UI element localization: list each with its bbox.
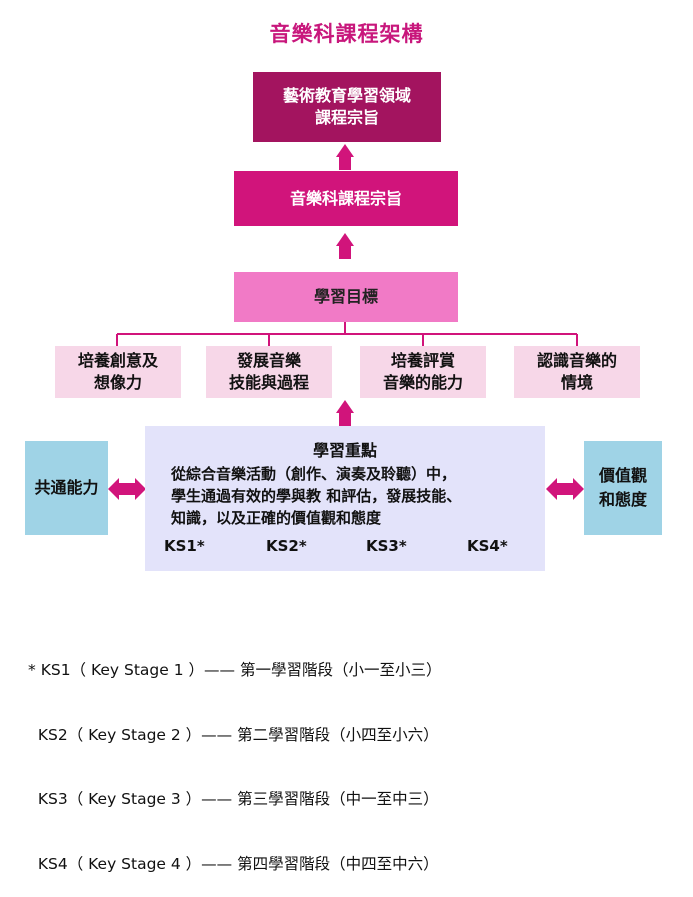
connector-layer — [108, 144, 584, 500]
objective-line1: 培養創意及 — [77, 351, 158, 370]
note-prefix — [28, 726, 38, 744]
note-text: KS2（ Key Stage 2 ）—— 第二學習階段（小四至小六） — [37, 725, 439, 744]
learning-focus-line: 學生通過有效的學與教 和評估，發展技能、 — [171, 487, 462, 505]
values-attitudes-line1: 價值觀 — [598, 466, 647, 485]
key-stage-label: KS1* — [164, 537, 205, 555]
learning-focus-line: 知識，以及正確的價值觀和態度 — [171, 509, 382, 527]
key-stage-notes: * KS1（ Key Stage 1 ）—— 第一學習階段（小一至小三） KS2… — [28, 617, 441, 897]
key-stage-label: KS4* — [467, 537, 508, 555]
note-text: KS3（ Key Stage 3 ）—— 第三學習階段（中一至中三） — [37, 790, 439, 808]
objective-line1: 發展音樂 — [236, 351, 301, 370]
key-stage-label: KS2* — [266, 537, 307, 555]
generic-skills-label: 共通能力 — [34, 478, 99, 497]
objective-line1: 培養評賞 — [390, 351, 455, 370]
note-prefix — [28, 855, 38, 873]
note-text: KS4（ Key Stage 4 ）—— 第四學習階段（中四至中六） — [37, 854, 439, 873]
arts-education-aims-line1: 藝術教育學習領域 — [282, 86, 411, 105]
note-prefix — [28, 790, 38, 808]
music-curriculum-aims-label: 音樂科課程宗旨 — [289, 188, 402, 208]
note-row: * KS1（ Key Stage 1 ）—— 第一學習階段（小一至小三） — [28, 660, 441, 682]
arrow-up-2 — [336, 233, 354, 259]
learning-focus-title: 學習重點 — [312, 441, 377, 460]
values-attitudes-line2: 和態度 — [598, 490, 647, 509]
arrow-up-3 — [336, 400, 354, 426]
generic-skills-box: 共通能力 — [25, 441, 108, 535]
note-text: KS1（ Key Stage 1 ）—— 第一學習階段（小一至小三） — [40, 661, 442, 679]
objective-line2: 情境 — [560, 373, 593, 392]
arts-education-aims-box: 藝術教育學習領域 課程宗旨 — [253, 72, 441, 142]
objective-line2: 想像力 — [93, 373, 142, 392]
note-row: KS4（ Key Stage 4 ）—— 第四學習階段（中四至中六） — [28, 854, 441, 876]
double-arrow-right — [546, 478, 584, 500]
objective-line2: 音樂的能力 — [382, 373, 463, 392]
note-prefix: * — [28, 661, 41, 679]
objective-line1: 認識音樂的 — [536, 351, 617, 370]
objective-item-creativity: 培養創意及 想像力 — [55, 346, 181, 398]
music-curriculum-aims-box: 音樂科課程宗旨 — [234, 171, 458, 226]
learning-focus-line: 從綜合音樂活動（創作、演奏及聆聽）中， — [171, 465, 457, 483]
objective-line2: 技能與過程 — [228, 373, 309, 392]
arts-education-aims-line2: 課程宗旨 — [314, 108, 379, 127]
learning-focus-box: 學習重點 從綜合音樂活動（創作、演奏及聆聽）中， 學生通過有效的學與教 和評估，… — [145, 426, 545, 571]
note-row: KS3（ Key Stage 3 ）—— 第三學習階段（中一至中三） — [28, 789, 441, 811]
objective-item-context: 認識音樂的 情境 — [514, 346, 640, 398]
double-arrow-left — [108, 478, 146, 500]
key-stage-label: KS3* — [366, 537, 407, 555]
objective-item-skills: 發展音樂 技能與過程 — [206, 346, 332, 398]
diagram-title: 音樂科課程架構 — [269, 22, 424, 46]
objective-item-appreciation: 培養評賞 音樂的能力 — [360, 346, 486, 398]
branch-lines — [116, 322, 578, 346]
learning-targets-label: 學習目標 — [313, 287, 378, 306]
values-attitudes-box: 價值觀 和態度 — [584, 441, 662, 535]
learning-targets-box: 學習目標 — [234, 272, 458, 322]
note-row: KS2（ Key Stage 2 ）—— 第二學習階段（小四至小六） — [28, 725, 441, 747]
arrow-up-1 — [336, 144, 354, 170]
